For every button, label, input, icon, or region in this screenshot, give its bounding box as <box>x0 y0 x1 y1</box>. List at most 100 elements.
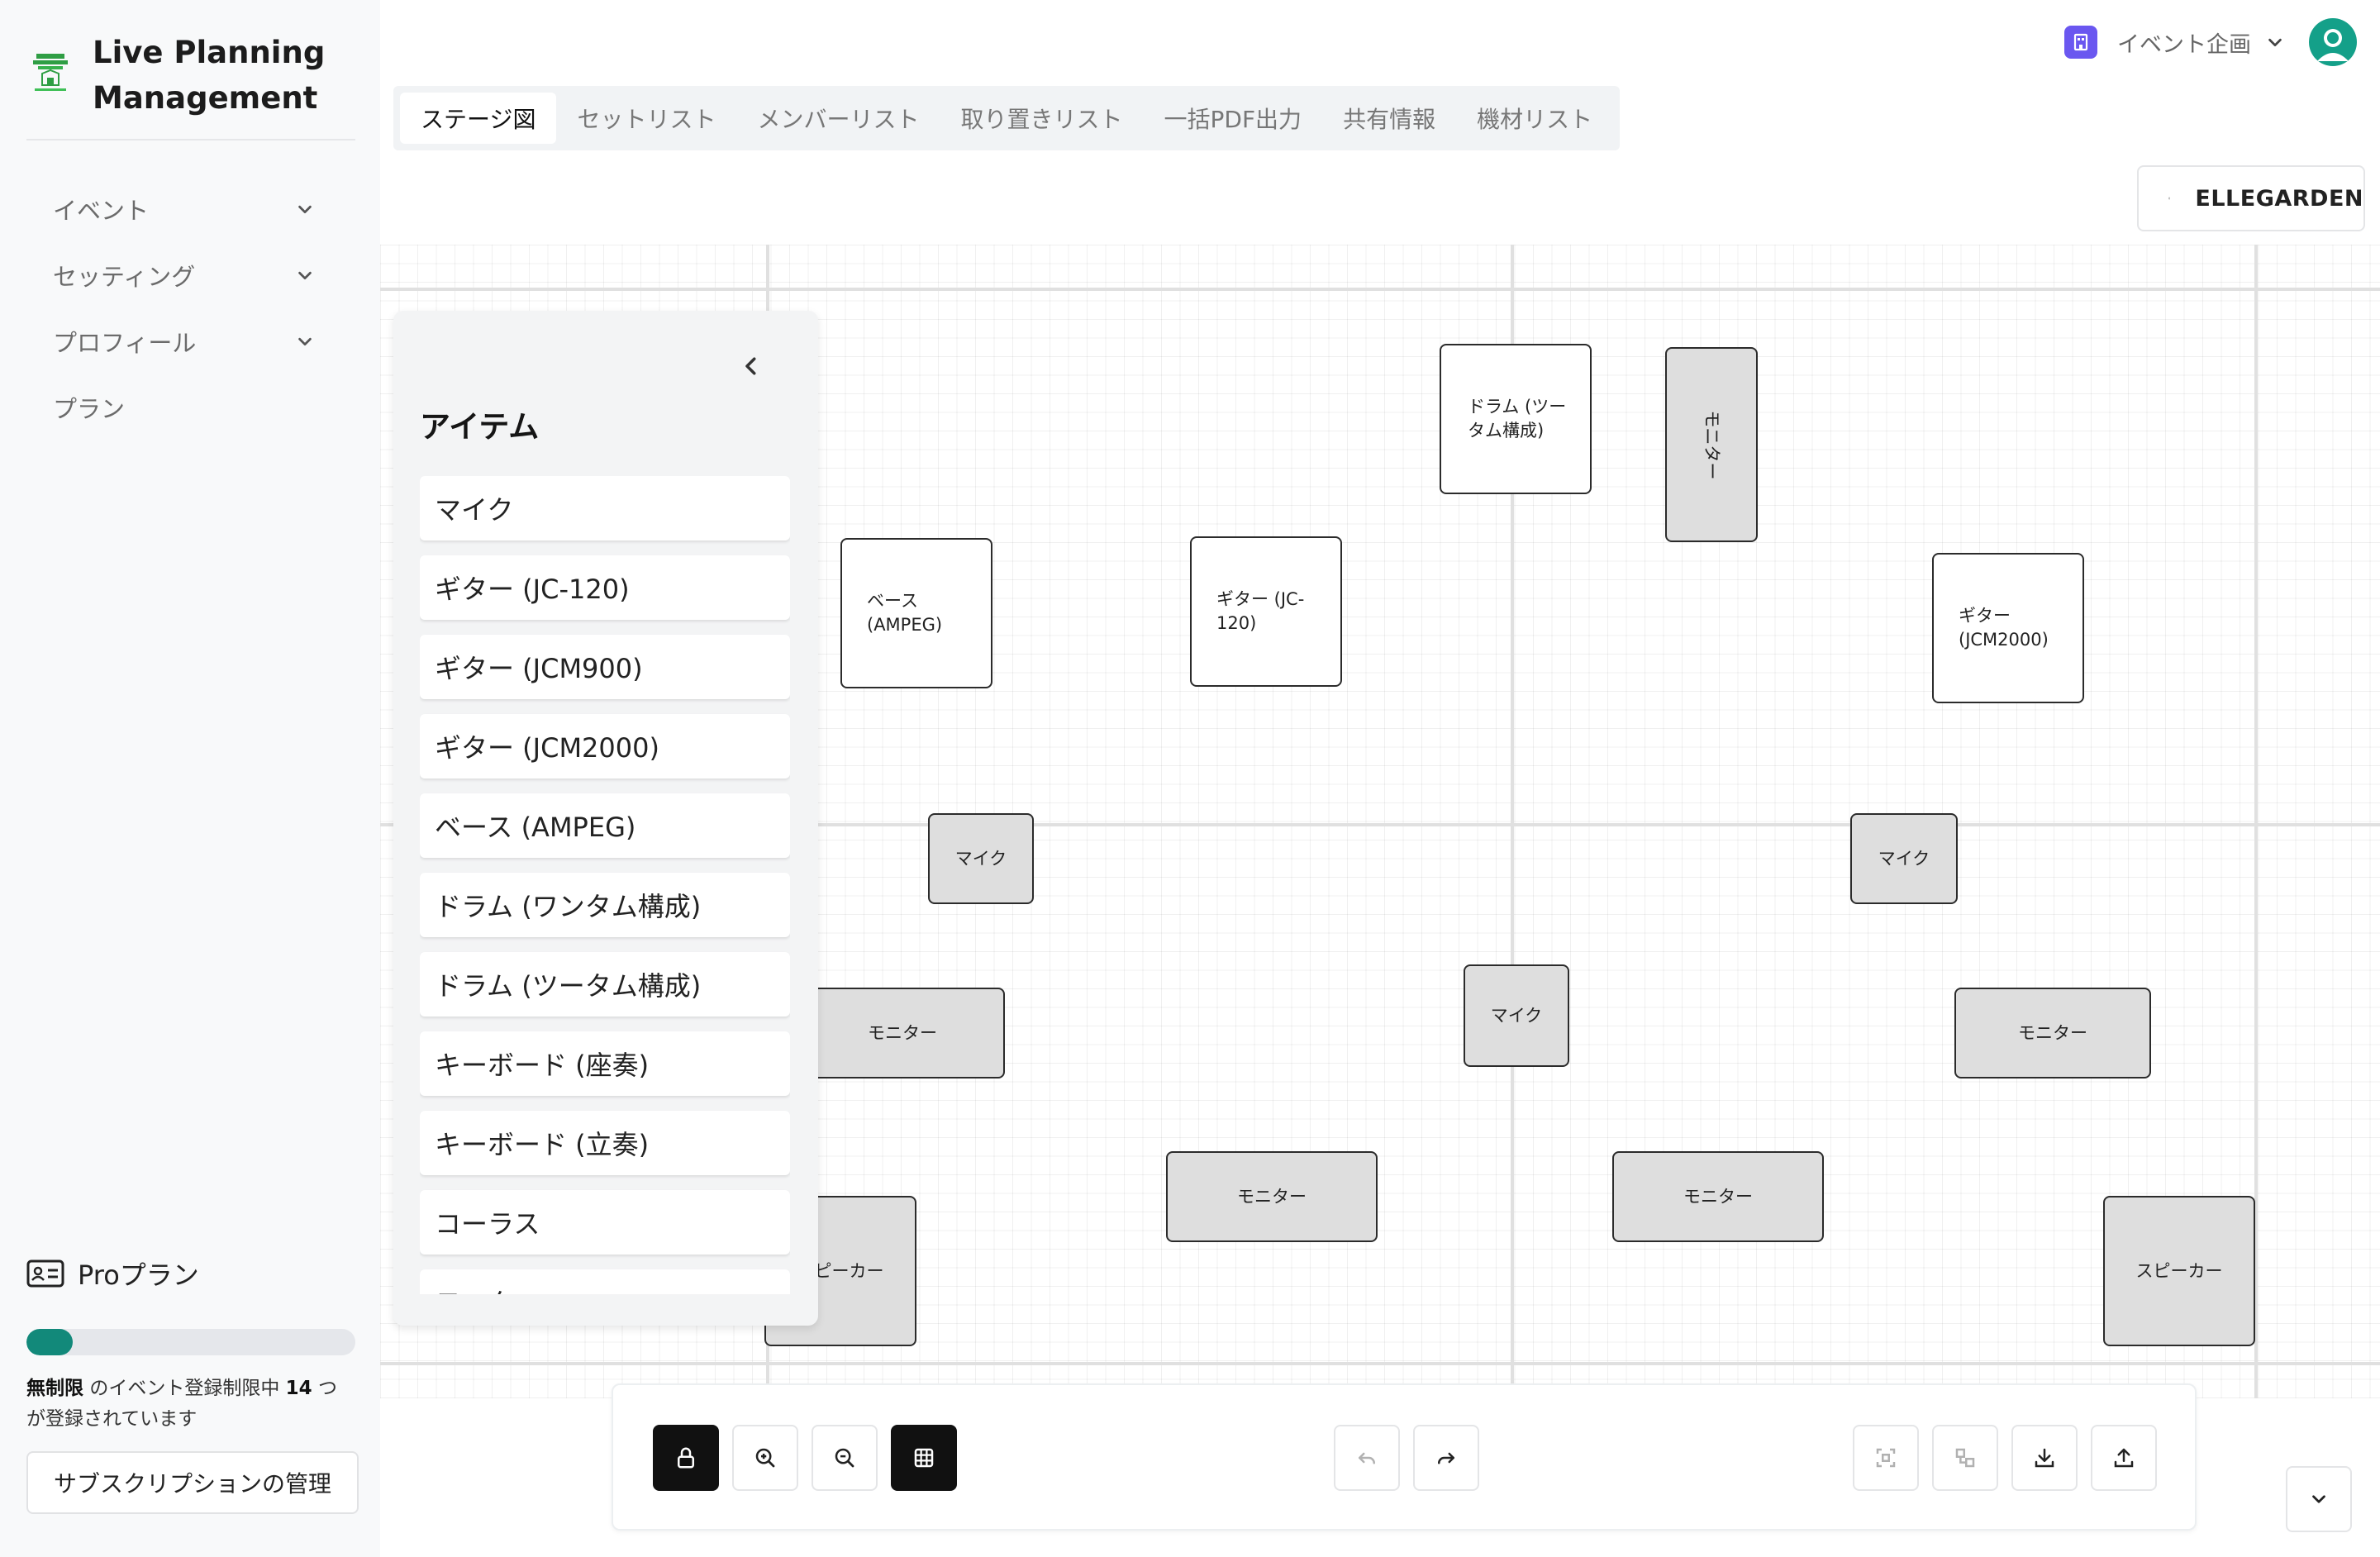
canvas-guide-line <box>1511 245 1514 1398</box>
fit-view-button[interactable] <box>1853 1425 1919 1491</box>
canvas-guide-line <box>380 823 2380 826</box>
stage-node-bass[interactable]: ベース (AMPEG) <box>840 538 992 688</box>
tab-stage-diagram[interactable]: ステージ図 <box>400 93 557 144</box>
stage-node-label: マイク <box>954 848 1007 869</box>
zoom-out-icon <box>835 1448 854 1468</box>
undo-button[interactable] <box>1334 1425 1400 1491</box>
stage-node-mic[interactable]: マイク <box>1464 964 1569 1067</box>
app-title-line2: Management <box>93 80 318 116</box>
chevron-down-icon <box>298 205 312 214</box>
app-title-line1: Live Planning <box>93 35 326 70</box>
stage-node-label: ドラム (ツータム構成) <box>1468 397 1567 440</box>
plan-usage-text: 無制限 のイベント登録制限中 14 つ が登録されています <box>26 1374 357 1435</box>
item-panel-title: アイテム <box>420 409 540 445</box>
collapse-toolbar-button[interactable] <box>2286 1466 2352 1532</box>
tab-reservation-list[interactable]: 取り置きリスト <box>960 106 1123 133</box>
list-item[interactable]: モニター <box>420 1269 790 1294</box>
sidebar-item-settings[interactable]: セッティング <box>26 242 340 308</box>
sidebar-item-label: プロフィール <box>53 329 197 357</box>
lock-icon <box>678 1447 694 1469</box>
stage-node-guitar-jcm2000[interactable]: ギター (JCM2000) <box>1932 553 2084 703</box>
stage-node-monitor[interactable]: モニター <box>1954 988 2151 1078</box>
list-item[interactable]: キーボード (立奏) <box>420 1111 790 1175</box>
sidebar-item-plan[interactable]: プラン <box>26 374 340 440</box>
list-item[interactable]: コーラス <box>420 1190 790 1255</box>
chevron-down-icon <box>2312 1495 2325 1503</box>
band-selector-button[interactable]: ELLEGARDEN <box>2137 165 2365 231</box>
stage-node-mic[interactable]: マイク <box>928 813 1034 904</box>
building-icon <box>2064 26 2097 59</box>
plan-usage-line2: が登録されています <box>26 1408 198 1430</box>
stage-node-label: マイク <box>1878 848 1930 869</box>
workspace-switcher[interactable]: イベント企画 <box>2064 18 2357 66</box>
plan-count: 14 <box>285 1378 312 1399</box>
tab-equipment-list[interactable]: 機材リスト <box>1477 106 1593 133</box>
list-item[interactable]: ギター (JC-120) <box>420 555 790 620</box>
align-button[interactable] <box>1932 1425 1998 1491</box>
canvas-toolbar <box>612 1383 2197 1531</box>
stage-node-label: スピーカー <box>2135 1260 2223 1281</box>
sidebar-nav: イベント セッティング プロフィール プラン <box>26 176 340 440</box>
workspace-name: イベント企画 <box>2117 31 2251 58</box>
zoom-in-button[interactable] <box>732 1425 798 1491</box>
chevron-down-icon <box>298 337 312 346</box>
align-icon <box>1955 1448 1975 1468</box>
stage-node-monitor[interactable]: モニター <box>1665 347 1758 542</box>
stage-node-label: モニター <box>2018 1022 2087 1043</box>
main-tabs: ステージ図 セットリスト メンバーリスト 取り置きリスト 一括PDF出力 共有情… <box>393 86 1621 150</box>
user-square-icon <box>2168 197 2171 200</box>
sidebar-item-label: プラン <box>53 395 126 423</box>
download-icon <box>2035 1448 2054 1468</box>
avatar[interactable] <box>2309 18 2357 66</box>
manage-subscription-button[interactable]: サブスクリプションの管理 <box>26 1451 359 1514</box>
app-logo-icon <box>33 54 68 91</box>
sidebar: Live Planning Management イベント セッティング プロフ… <box>0 0 380 1557</box>
tab-setlist[interactable]: セットリスト <box>577 106 716 133</box>
upload-icon <box>2114 1448 2134 1468</box>
stage-node-label: モニター <box>1683 1186 1753 1207</box>
stage-node-monitor[interactable]: モニター <box>800 988 1005 1078</box>
sidebar-item-label: イベント <box>53 197 150 225</box>
upload-button[interactable] <box>2091 1425 2157 1491</box>
stage-node-speaker[interactable]: スピーカー <box>2103 1196 2255 1346</box>
list-item[interactable]: ベース (AMPEG) <box>420 793 790 858</box>
plan-usage-tail: つ <box>317 1378 337 1399</box>
grid-toggle-button[interactable] <box>891 1425 957 1491</box>
tab-member-list[interactable]: メンバーリスト <box>757 106 920 133</box>
sidebar-divider <box>26 139 355 140</box>
chevron-left-icon[interactable] <box>739 354 764 379</box>
brand[interactable]: Live Planning Management <box>30 30 325 121</box>
plan-name: Proプラン <box>78 1259 199 1291</box>
undo-icon <box>1359 1452 1375 1464</box>
zoom-out-button[interactable] <box>812 1425 878 1491</box>
tab-bulk-pdf[interactable]: 一括PDF出力 <box>1164 106 1302 133</box>
fit-view-icon <box>1876 1448 1896 1468</box>
stage-node-label: ギター (JCM2000) <box>1959 606 2049 650</box>
plan-usage-progress <box>26 1329 355 1355</box>
list-item[interactable]: キーボード (座奏) <box>420 1031 790 1096</box>
redo-button[interactable] <box>1413 1425 1479 1491</box>
stage-node-monitor[interactable]: モニター <box>1612 1151 1824 1242</box>
download-button[interactable] <box>2011 1425 2078 1491</box>
sidebar-item-events[interactable]: イベント <box>26 176 340 242</box>
sidebar-item-label: セッティング <box>53 263 196 291</box>
tab-shared-info[interactable]: 共有情報 <box>1343 106 1436 133</box>
stage-node-guitar-jc120[interactable]: ギター (JC-120) <box>1190 536 1342 687</box>
plan-usage-mid: のイベント登録制限中 <box>89 1378 280 1399</box>
list-item[interactable]: ギター (JCM900) <box>420 635 790 699</box>
list-item[interactable]: ギター (JCM2000) <box>420 714 790 778</box>
redo-icon <box>1438 1452 1454 1464</box>
item-panel: アイテム マイク ギター (JC-120) ギター (JCM900) ギター (… <box>393 311 818 1326</box>
stage-node-monitor[interactable]: モニター <box>1166 1151 1378 1242</box>
canvas-guide-line <box>380 288 2380 291</box>
plan-summary: Proプラン 無制限 のイベント登録制限中 14 つ が登録されています サブス… <box>26 1255 359 1514</box>
stage-node-mic[interactable]: マイク <box>1850 813 1958 904</box>
stage-node-drums[interactable]: ドラム (ツータム構成) <box>1440 344 1592 494</box>
list-item[interactable]: ドラム (ワンタム構成) <box>420 873 790 937</box>
list-item[interactable]: マイク <box>420 476 790 540</box>
sidebar-item-profile[interactable]: プロフィール <box>26 308 340 374</box>
band-name: ELLEGARDEN <box>2195 185 2363 212</box>
lock-button[interactable] <box>653 1425 719 1491</box>
stage-node-label: モニター <box>868 1022 937 1043</box>
list-item[interactable]: ドラム (ツータム構成) <box>420 952 790 1017</box>
